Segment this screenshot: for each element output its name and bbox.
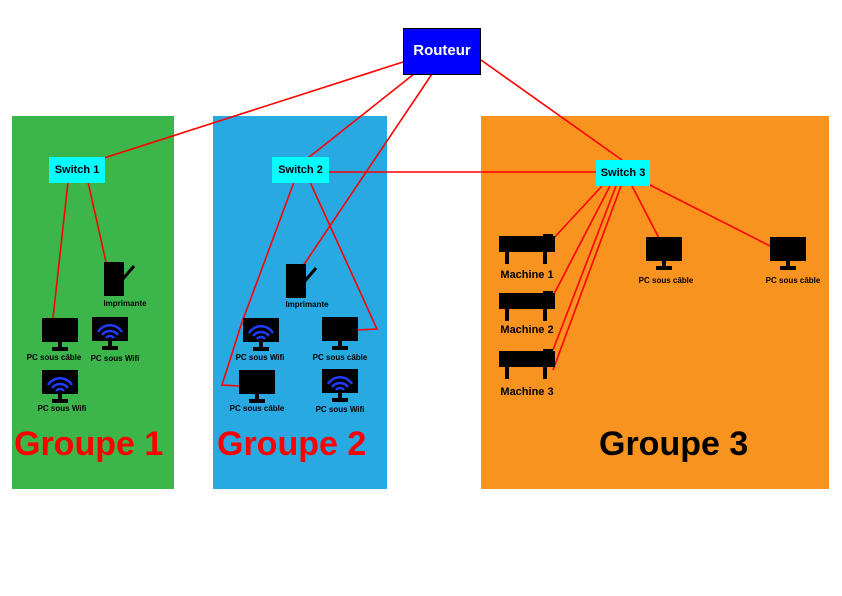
g1-printer-icon [104, 262, 136, 296]
g2-pc-wifi-1-label: PC sous Wifi [235, 353, 285, 362]
link-router-g2-printer [302, 73, 433, 267]
link-switch3-pc-cable-2 [643, 181, 777, 250]
group-3-title: Groupe 3 [599, 425, 749, 463]
link-switch2-g2-pc-cable [309, 181, 379, 331]
g2-pc-cable-1-label: PC sous câble [312, 353, 368, 362]
g3-machine-1-icon [499, 234, 555, 264]
g1-pc-cable-icon [42, 318, 78, 351]
link-router-switch1 [103, 61, 404, 159]
link-switch3-pc-cable-1 [631, 185, 661, 241]
g3-machine-3-label: Machine 3 [500, 386, 554, 398]
g3-pc-cable-1-icon [646, 237, 682, 270]
g3-machine-2-label: Machine 2 [500, 324, 554, 336]
link-switch3-machine1 [551, 185, 603, 241]
g3-pc-cable-2-icon [770, 237, 806, 270]
g2-pc-wifi-1-icon [243, 318, 279, 351]
g3-machine-1-label: Machine 1 [500, 269, 554, 281]
link-router-switch2 [307, 73, 415, 159]
switch-1-box: Switch 1 [49, 157, 105, 183]
group-2-title: Groupe 2 [217, 425, 367, 463]
link-switch2-g2-pcs [220, 181, 295, 387]
g2-pc-cable-2-label: PC sous câble [229, 404, 285, 413]
link-switch3-machine2 [552, 185, 611, 297]
g3-pc-cable-1-label: PC sous câble [638, 276, 694, 285]
g2-pc-cable-1-icon [322, 317, 358, 350]
g3-pc-cable-2-label: PC sous câble [765, 276, 821, 285]
link-switch1-g1-pc-cable [52, 181, 69, 319]
switch-2-box: Switch 2 [272, 157, 329, 183]
link-switch1-g1-printer [87, 181, 107, 263]
g2-printer-label: Imprimante [285, 300, 329, 309]
g1-printer-label: Imprimante [103, 299, 147, 308]
link-switch3-machine3a [552, 185, 617, 351]
g1-pc-cable-label: PC sous câble [26, 353, 82, 362]
g1-pc-wifi-2-icon [42, 370, 78, 403]
g1-pc-wifi-1-icon [92, 317, 128, 350]
g2-printer-icon [286, 264, 318, 298]
link-router-switch3 [480, 59, 623, 161]
g2-pc-wifi-2-label: PC sous Wifi [315, 405, 365, 414]
g1-pc-wifi-2-label: PC sous Wifi [37, 404, 87, 413]
router-box: Routeur [403, 28, 481, 75]
link-switch3-machine3b [552, 185, 622, 371]
g1-pc-wifi-1-label: PC sous Wifi [90, 354, 140, 363]
g3-machine-3-icon [499, 349, 555, 379]
g2-pc-wifi-2-icon [322, 369, 358, 402]
g3-machine-2-icon [499, 291, 555, 321]
g2-pc-cable-2-icon [239, 370, 275, 403]
group-1-title: Groupe 1 [14, 425, 164, 463]
switch-3-box: Switch 3 [596, 160, 650, 186]
